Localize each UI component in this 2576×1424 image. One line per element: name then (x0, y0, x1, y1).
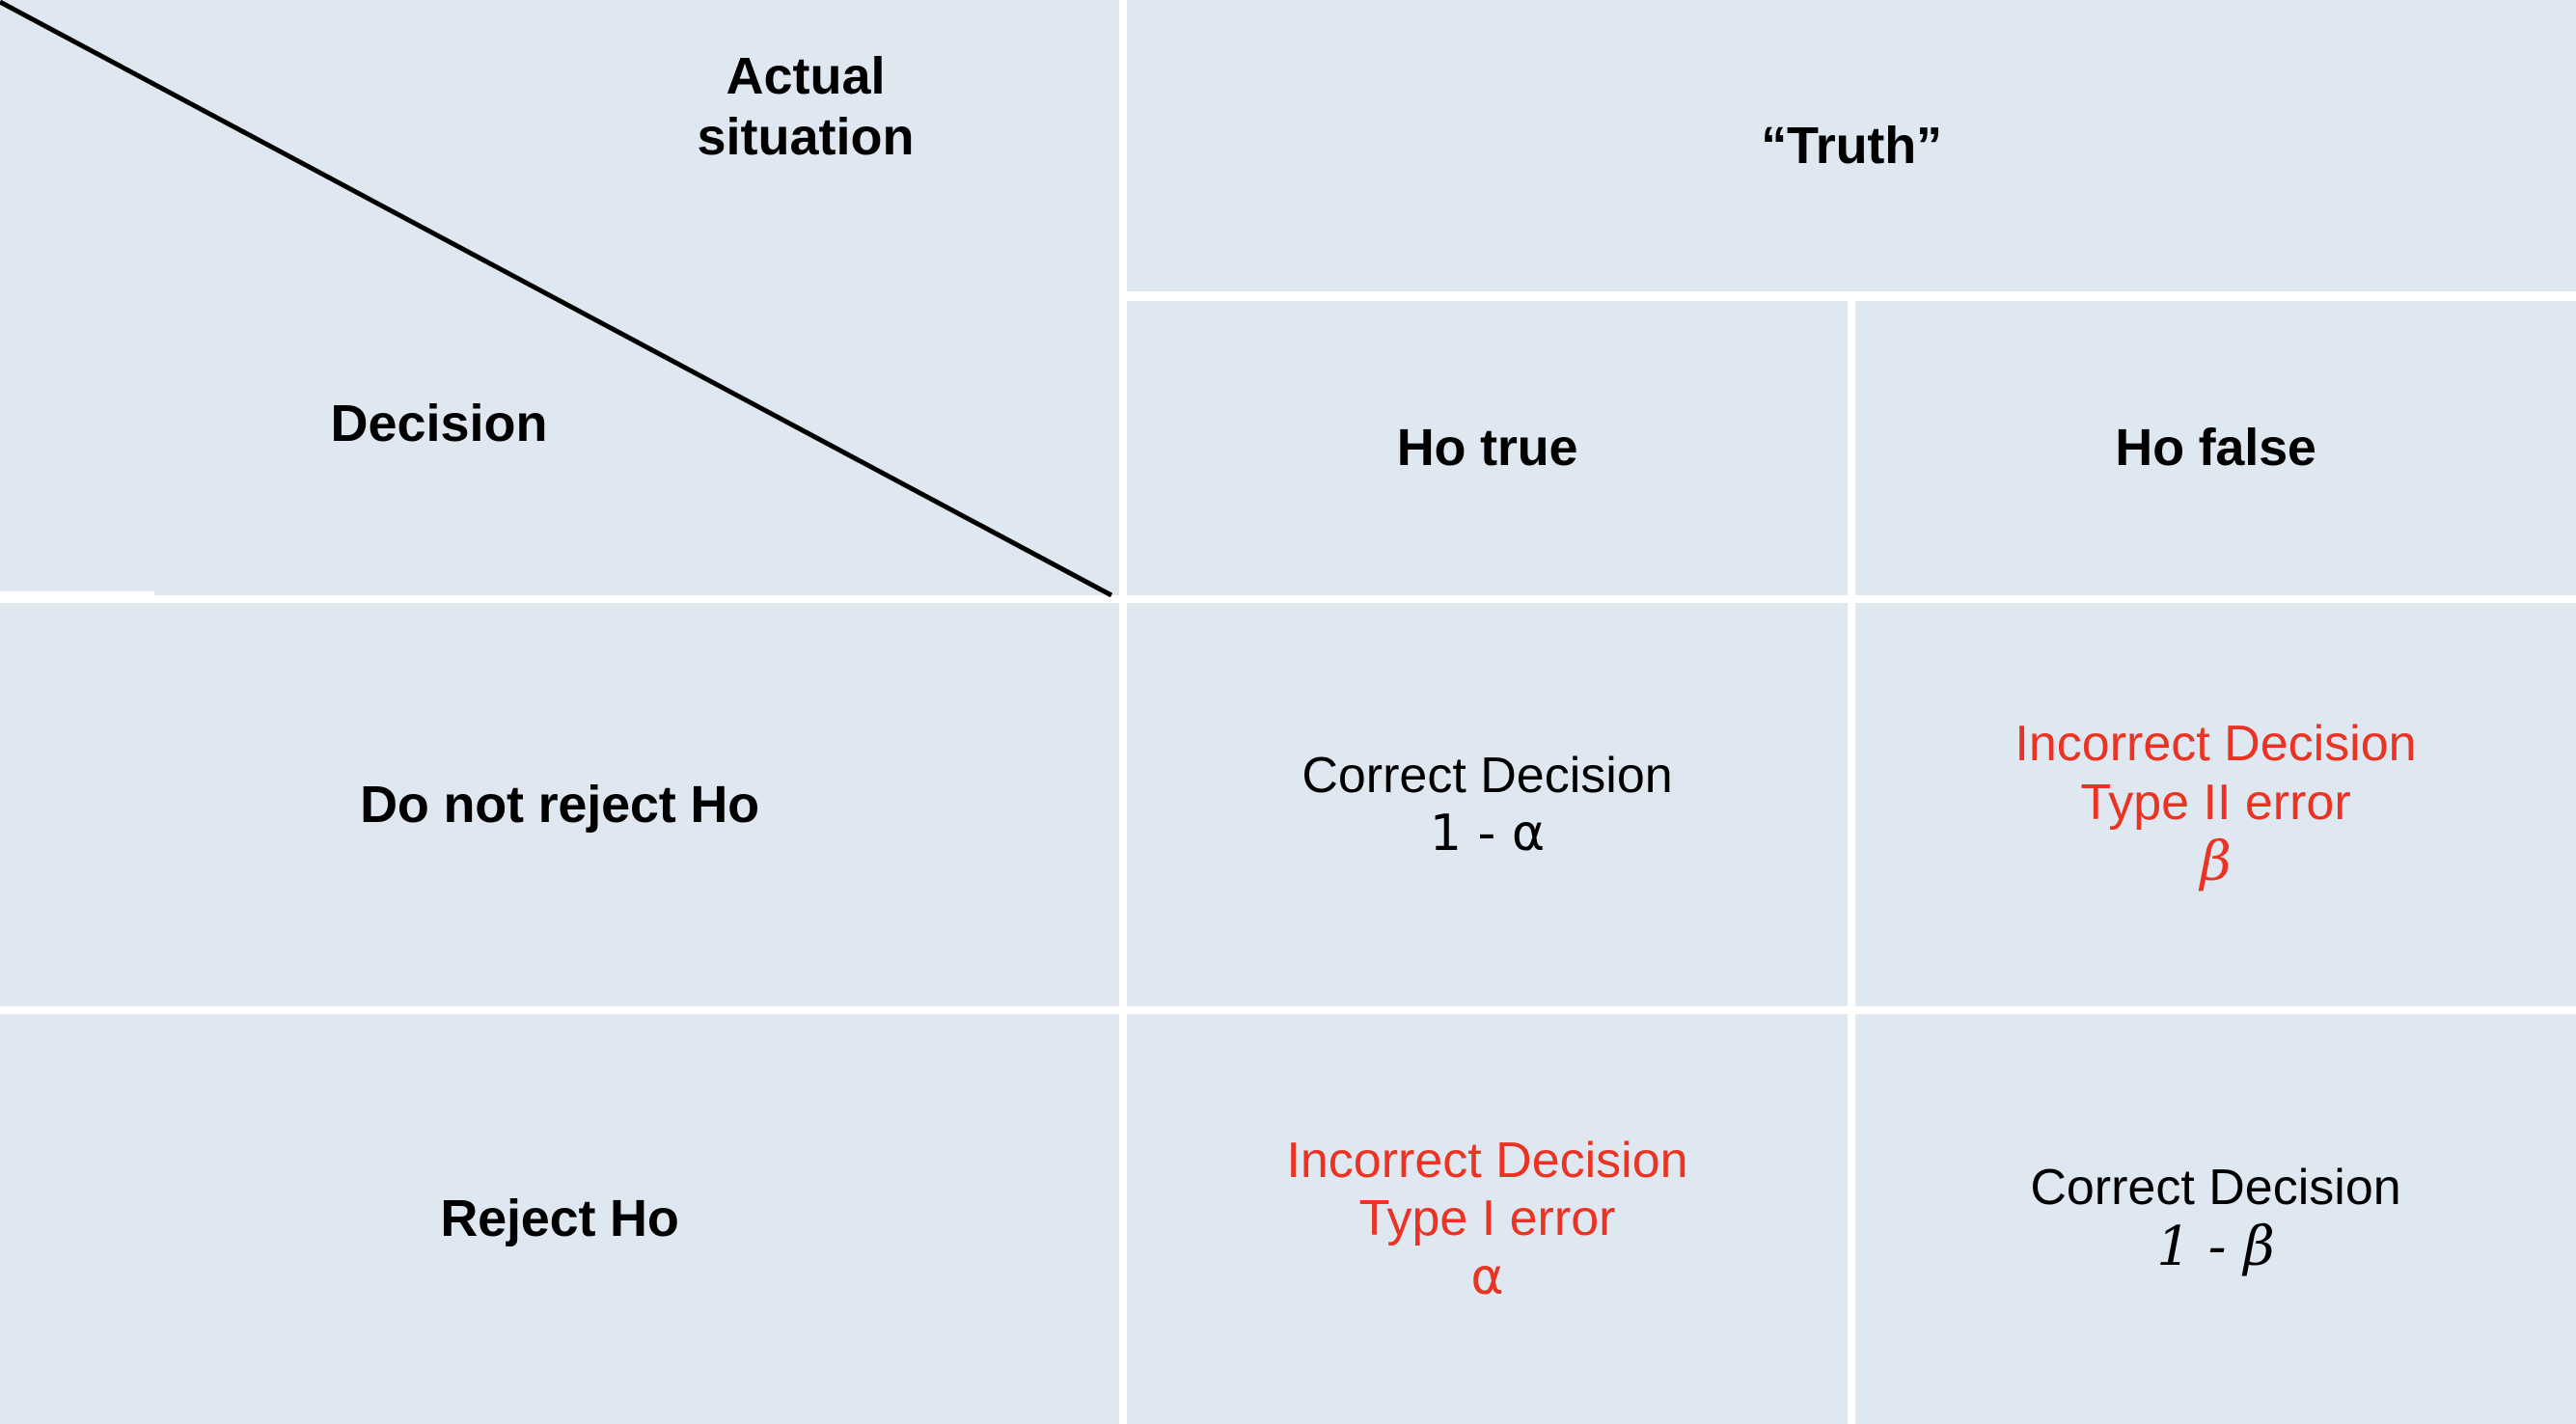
column-header-ho-false-label: Ho false (2115, 419, 2316, 478)
cell-outcome: Correct Decision (1302, 747, 1673, 804)
column-header-ho-true-label: Ho true (1396, 419, 1578, 478)
row-header-do-not-reject-ho: Do not reject Ho (0, 603, 1119, 1006)
table-cell-dnr-hotrue: Correct Decision 1 - α (1127, 603, 1848, 1006)
row-header-do-not-reject-ho-label: Do not reject Ho (360, 775, 759, 834)
cell-outcome: Incorrect Decision (2014, 716, 2417, 773)
table-cell-dnr-hofalse: Incorrect Decision Type II error β (1855, 603, 2576, 1006)
cell-probability: β (2200, 830, 2232, 893)
corner-cell (0, 0, 1119, 591)
table-cell-rej-hotrue: Incorrect Decision Type I error α (1127, 1014, 1848, 1424)
cell-error-type: Type I error (1358, 1191, 1616, 1247)
cell-outcome: Correct Decision (2030, 1159, 2401, 1216)
column-group-header-label: “Truth” (1761, 116, 1942, 175)
column-header-ho-false: Ho false (1855, 301, 2576, 595)
column-group-header-truth: “Truth” (1127, 0, 2576, 291)
row-header-reject-ho-label: Reject Ho (440, 1190, 679, 1248)
cell-outcome: Incorrect Decision (1286, 1133, 1688, 1190)
column-header-ho-true: Ho true (1127, 301, 1848, 595)
row-header-reject-ho: Reject Ho (0, 1014, 1119, 1424)
cell-error-type: Type II error (2080, 774, 2351, 831)
cell-probability: 1 - β (2156, 1216, 2275, 1279)
cell-probability: α (1470, 1247, 1504, 1306)
cell-probability: 1 - α (1429, 805, 1546, 863)
table-cell-rej-hofalse: Correct Decision 1 - β (1855, 1014, 2576, 1424)
